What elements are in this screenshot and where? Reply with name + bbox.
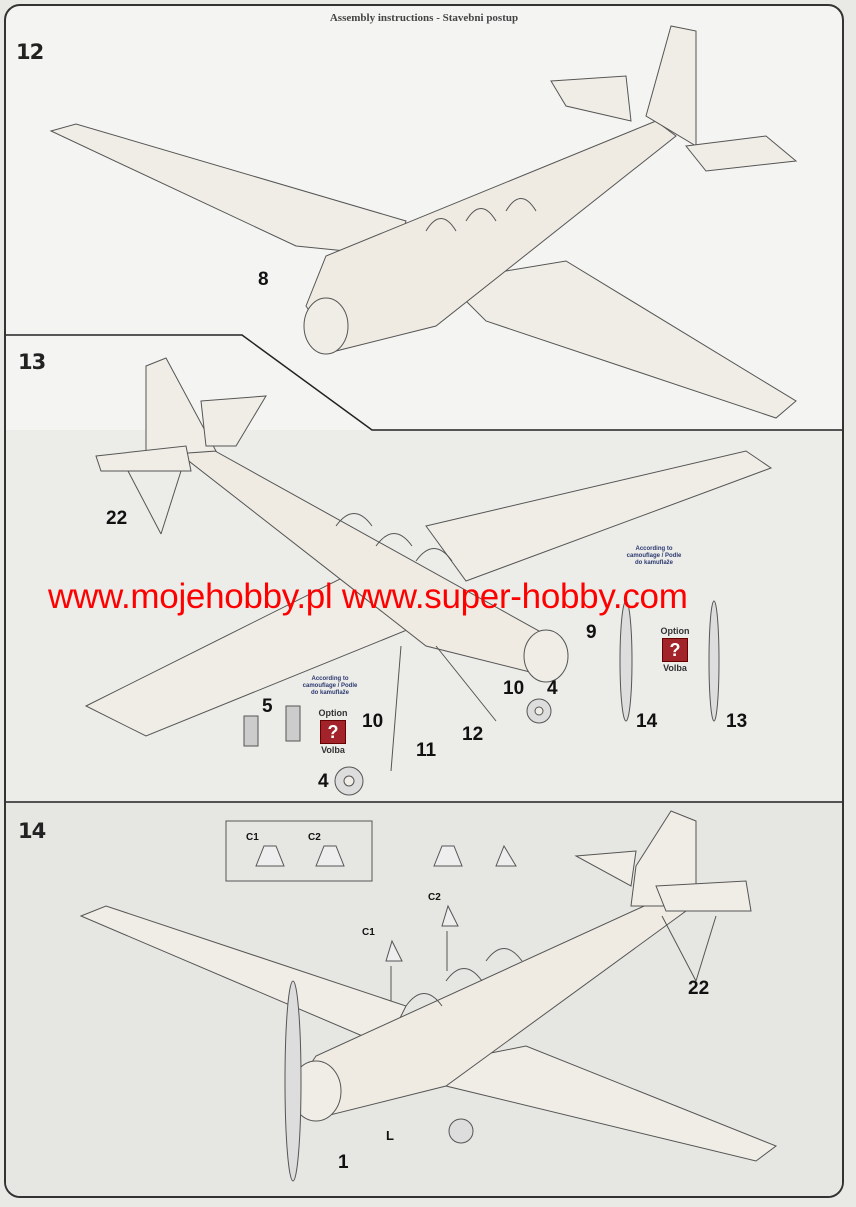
watermark: www.mojehobby.pl www.super-hobby.com: [48, 577, 688, 616]
question-mark-icon: ?: [662, 638, 688, 662]
part-callout: L: [386, 1128, 394, 1143]
part-callout: 12: [462, 724, 484, 745]
option-label: Option: [318, 708, 348, 718]
part-callout: C1: [246, 832, 259, 843]
panel-divider: [6, 334, 842, 431]
instruction-page: Assembly instructions - Stavebni postup: [4, 4, 844, 1198]
part-callout: 1: [338, 1152, 349, 1173]
option-sublabel: Volba: [663, 663, 687, 673]
page-header: Assembly instructions - Stavebni postup: [329, 12, 519, 24]
step-number: 14: [18, 819, 46, 843]
camouflage-note: According to camouflage / Podle do kamuf…: [626, 546, 682, 566]
camouflage-note: According to camouflage / Podle do kamuf…: [302, 676, 358, 696]
step-number: 12: [16, 40, 44, 64]
part-callout: 13: [726, 711, 748, 732]
part-callout: C2: [428, 892, 441, 903]
part-callout: 8: [258, 269, 269, 290]
option-sublabel: Volba: [321, 745, 345, 755]
aircraft-step-14: [79, 810, 778, 1182]
part-callout: 4: [547, 678, 558, 699]
assembly-illustrations: [6, 25, 842, 1196]
part-callout: 22: [106, 508, 128, 529]
part-callout: 5: [262, 696, 273, 717]
part-callout: 22: [688, 978, 710, 999]
part-callout: 4: [318, 771, 329, 792]
part-callout: C2: [308, 832, 321, 843]
question-mark-icon: ?: [320, 720, 346, 744]
part-callout: 10: [362, 711, 384, 732]
aircraft-step-12: [49, 25, 798, 419]
part-callout: 11: [416, 740, 437, 761]
option-label: Option: [660, 626, 690, 636]
part-callout: C1: [362, 927, 375, 938]
part-callout: 9: [586, 622, 597, 643]
part-callout: 10: [503, 678, 525, 699]
part-callout: 14: [636, 711, 658, 732]
step-number: 13: [18, 350, 46, 374]
option-badge: Option ? Volba: [316, 708, 350, 756]
option-badge: Option ? Volba: [658, 626, 692, 674]
aircraft-step-13: [84, 357, 773, 796]
